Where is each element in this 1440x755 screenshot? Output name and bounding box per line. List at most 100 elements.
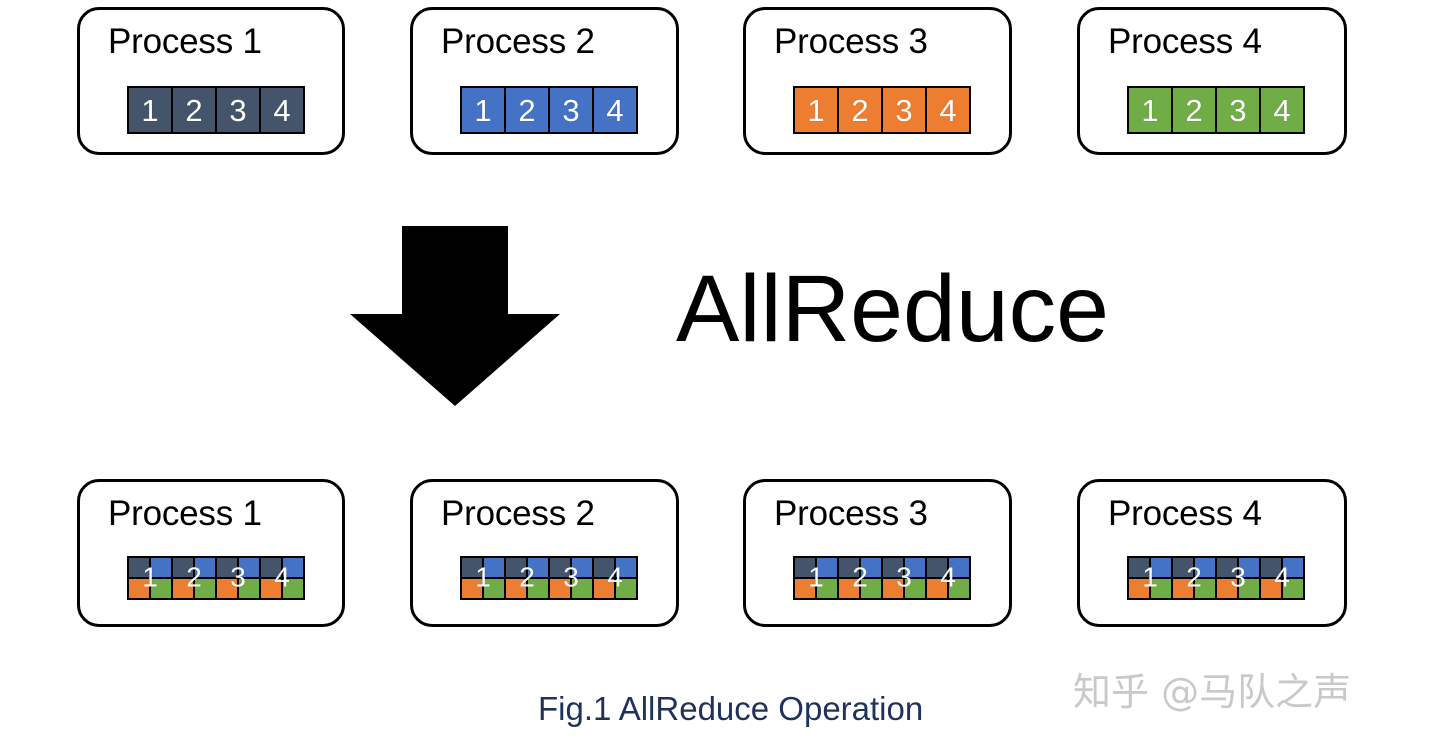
cell-value: 4: [273, 92, 291, 128]
data-cell: 1: [129, 558, 173, 598]
data-cell: 1: [462, 88, 506, 132]
process-card-1-after: Process 1 1 2: [77, 479, 345, 627]
cell-value: 1: [1142, 561, 1158, 593]
process-card-title: Process 2: [441, 22, 595, 61]
quadrant-grid: [261, 558, 303, 598]
data-cell: 2: [173, 88, 217, 132]
cell-value: 1: [141, 92, 159, 128]
cell-value: 1: [1141, 92, 1159, 128]
data-cell: 4: [261, 558, 303, 598]
process-card-title: Process 3: [774, 22, 928, 61]
data-bar: 1 2 3 4: [460, 86, 638, 134]
data-bar: 1 2 3: [127, 556, 305, 600]
process-card-title: Process 4: [1108, 22, 1262, 61]
cell-value: 1: [475, 561, 491, 593]
data-cell: 2: [1173, 558, 1217, 598]
process-card-title: Process 1: [108, 22, 262, 61]
quadrant-grid: [594, 558, 636, 598]
cell-value: 2: [1185, 92, 1203, 128]
cell-value: 1: [807, 92, 825, 128]
cell-value: 2: [851, 92, 869, 128]
data-cell: 3: [550, 88, 594, 132]
data-cell: 2: [1173, 88, 1217, 132]
data-cell: 2: [839, 558, 883, 598]
cell-value: 1: [474, 92, 492, 128]
operation-label: AllReduce: [676, 256, 1110, 362]
data-cell: 3: [217, 88, 261, 132]
cell-value: 4: [1273, 92, 1291, 128]
quadrant-grid: [839, 558, 881, 598]
data-bar: 1 2 3: [460, 556, 638, 600]
data-bar: 1 2 3 4: [793, 86, 971, 134]
cell-value: 4: [274, 561, 290, 593]
data-cell: 1: [1129, 88, 1173, 132]
cell-value: 4: [1274, 561, 1290, 593]
process-card-title: Process 2: [441, 494, 595, 533]
data-bar: 1 2 3: [1127, 556, 1305, 600]
data-cell: 4: [261, 88, 303, 132]
data-cell: 3: [217, 558, 261, 598]
process-card-title: Process 3: [774, 494, 928, 533]
cell-value: 4: [939, 92, 957, 128]
process-card-title: Process 1: [108, 494, 262, 533]
quadrant-grid: [927, 558, 969, 598]
data-cell: 2: [839, 88, 883, 132]
process-card-3-before: Process 3 1 2 3 4: [743, 7, 1012, 155]
cell-value: 1: [808, 561, 824, 593]
process-card-3-after: Process 3 1 2: [743, 479, 1012, 627]
cell-value: 2: [186, 561, 202, 593]
data-cell: 3: [1217, 88, 1261, 132]
data-cell: 1: [795, 558, 839, 598]
data-cell: 2: [506, 88, 550, 132]
data-cell: 2: [173, 558, 217, 598]
data-bar: 1 2 3 4: [1127, 86, 1305, 134]
quadrant-grid: [1261, 558, 1303, 598]
data-cell: 1: [1129, 558, 1173, 598]
cell-value: 4: [606, 92, 624, 128]
data-cell: 1: [129, 88, 173, 132]
cell-value: 3: [562, 92, 580, 128]
cell-value: 3: [895, 92, 913, 128]
quadrant-grid: [129, 558, 171, 598]
cell-value: 3: [896, 561, 912, 593]
quadrant-grid: [1173, 558, 1215, 598]
data-cell: 4: [1261, 558, 1303, 598]
process-card-1-before: Process 1 1 2 3 4: [77, 7, 345, 155]
quadrant-grid: [217, 558, 259, 598]
cell-value: 1: [142, 561, 158, 593]
figure-caption: Fig.1 AllReduce Operation: [538, 690, 924, 727]
data-bar: 1 2 3 4: [127, 86, 305, 134]
quadrant-grid: [795, 558, 837, 598]
process-card-title: Process 4: [1108, 494, 1262, 533]
data-cell: 4: [594, 558, 636, 598]
cell-value: 2: [519, 561, 535, 593]
data-cell: 1: [795, 88, 839, 132]
cell-value: 2: [185, 92, 203, 128]
cell-value: 3: [563, 561, 579, 593]
data-cell: 4: [1261, 88, 1303, 132]
data-bar: 1 2 3: [793, 556, 971, 600]
down-arrow-icon: [348, 226, 564, 408]
cell-value: 3: [229, 92, 247, 128]
quadrant-grid: [462, 558, 504, 598]
data-cell: 4: [927, 88, 969, 132]
cell-value: 2: [1186, 561, 1202, 593]
quadrant-grid: [173, 558, 215, 598]
data-cell: 3: [1217, 558, 1261, 598]
data-cell: 2: [506, 558, 550, 598]
process-card-4-before: Process 4 1 2 3 4: [1077, 7, 1347, 155]
quadrant-grid: [883, 558, 925, 598]
cell-value: 4: [607, 561, 623, 593]
cell-value: 3: [1229, 92, 1247, 128]
quadrant-grid: [550, 558, 592, 598]
cell-value: 2: [518, 92, 536, 128]
quadrant-grid: [506, 558, 548, 598]
data-cell: 1: [462, 558, 506, 598]
watermark: 知乎 @马队之声: [1073, 670, 1352, 714]
cell-value: 2: [852, 561, 868, 593]
process-card-2-before: Process 2 1 2 3 4: [410, 7, 679, 155]
process-card-4-after: Process 4 1 2: [1077, 479, 1347, 627]
process-card-2-after: Process 2 1 2: [410, 479, 679, 627]
cell-value: 3: [1230, 561, 1246, 593]
